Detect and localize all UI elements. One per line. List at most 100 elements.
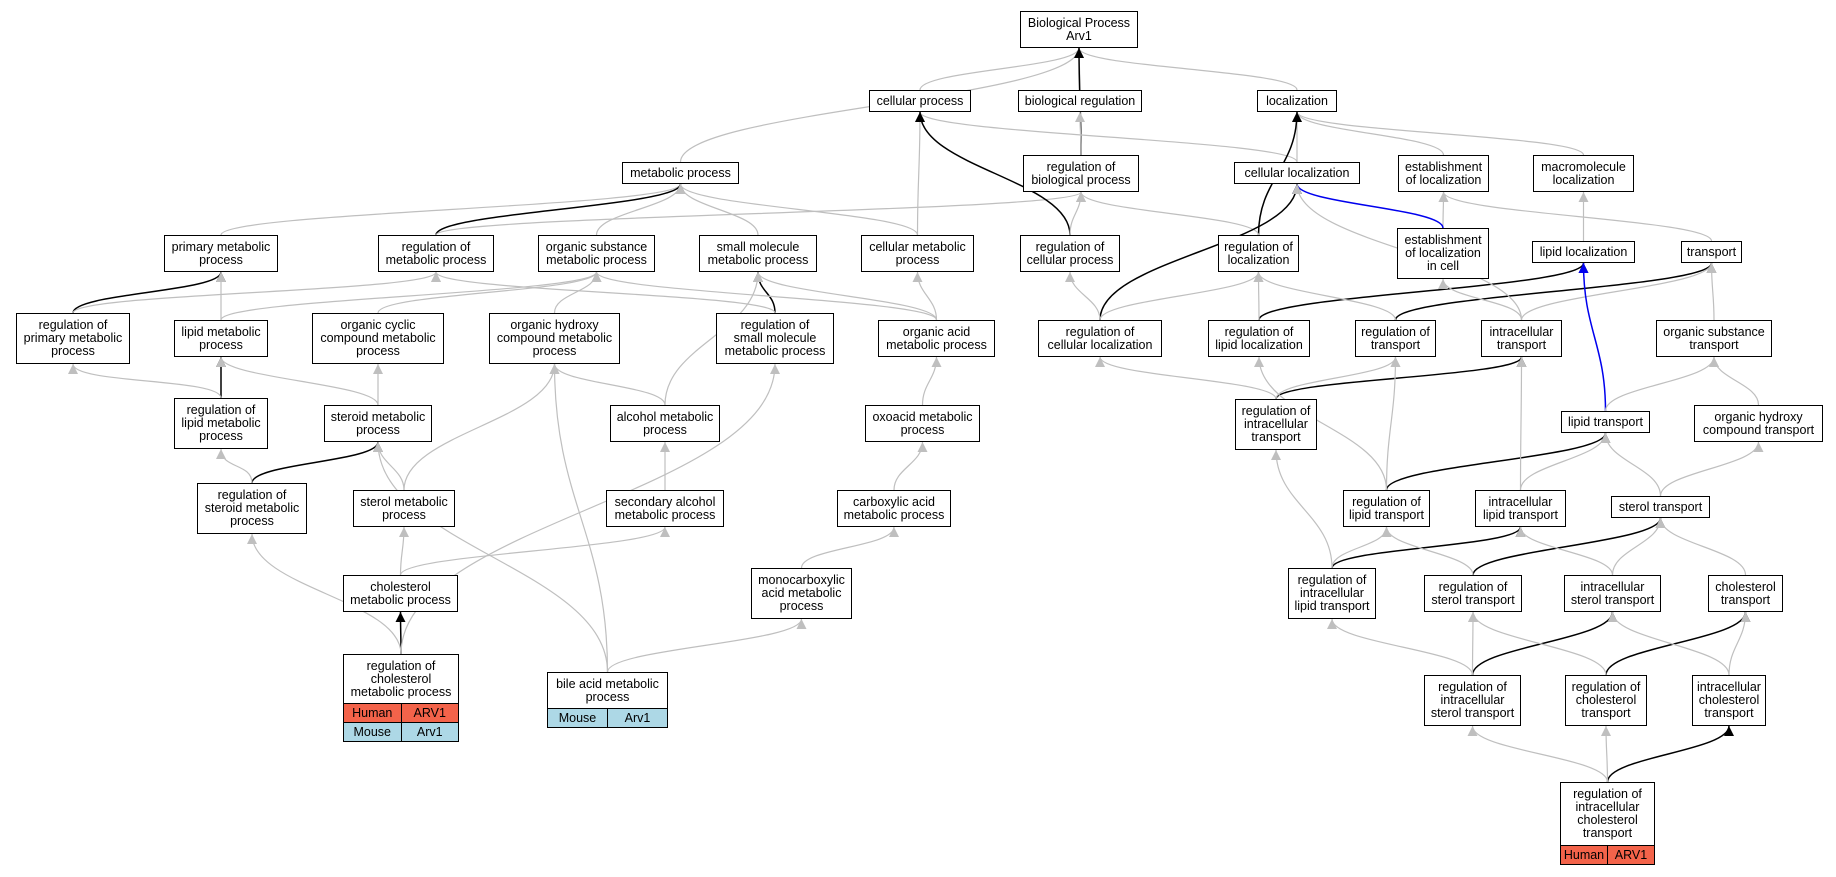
graph-edge (1075, 111, 1086, 156)
graph-edge (1515, 526, 1614, 576)
graph-edge (1520, 262, 1717, 321)
node-regulation-of-cellular-localization[interactable]: regulation of cellular localization (1038, 320, 1162, 357)
graph-edge (675, 183, 759, 236)
graph-edge (1258, 262, 1589, 321)
node-monocarboxylic-acid-metabolic-process[interactable]: monocarboxylic acid metabolic process (751, 568, 852, 619)
graph-edge (1604, 356, 1719, 412)
graph-edge (1709, 356, 1760, 406)
graph-edge (1381, 526, 1474, 576)
node-regulation-of-cellular-process[interactable]: regulation of cellular process (1020, 235, 1120, 272)
graph-edge (72, 271, 441, 314)
graph-edge (1275, 356, 1401, 400)
graph-edge (921, 356, 942, 406)
node-cellular-localization[interactable]: cellular localization (1234, 162, 1360, 184)
graph-edge (595, 183, 686, 236)
node-regulation-of-sterol-transport[interactable]: regulation of sterol transport (1424, 575, 1522, 612)
graph-edge (915, 111, 1298, 163)
node-intracellular-transport[interactable]: intracellular transport (1481, 320, 1562, 357)
graph-edge (1292, 111, 1445, 156)
node-lipid-localization[interactable]: lipid localization (1532, 241, 1635, 263)
node-organic-acid-metabolic-process[interactable]: organic acid metabolic process (878, 320, 995, 357)
graph-edge (1519, 432, 1611, 491)
graph-edge (914, 111, 925, 236)
graph-edge (216, 356, 379, 406)
node-organic-hydroxy-compound-transport[interactable]: organic hydroxy compound transport (1694, 405, 1823, 442)
node-regulation-of-cholesterol-metabolic-process[interactable]: regulation of cholesterol metabolic proc… (343, 654, 459, 704)
graph-edge (1468, 611, 1607, 676)
graph-edge (753, 271, 938, 321)
node-sterol-transport[interactable]: sterol transport (1611, 496, 1710, 518)
graph-edge (1331, 526, 1526, 569)
node-regulation-of-intracellular-cholesterol-transport[interactable]: regulation of intracellular cholesterol … (1560, 782, 1655, 846)
graph-edge (549, 363, 666, 406)
node-cholesterol-metabolic-process[interactable]: cholesterol metabolic process (343, 575, 458, 612)
node-steroid-metabolic-process[interactable]: steroid metabolic process (324, 405, 432, 442)
node-regulation-of-lipid-transport[interactable]: regulation of lipid transport (1343, 490, 1430, 527)
node-regulation-of-intracellular-lipid-transport[interactable]: regulation of intracellular lipid transp… (1288, 568, 1376, 619)
graph-edge (553, 271, 602, 314)
node-sterol-metabolic-process[interactable]: sterol metabolic process (353, 490, 455, 527)
graph-edge (1600, 432, 1662, 497)
graph-edge (1607, 611, 1730, 676)
node-lipid-transport[interactable]: lipid transport (1561, 411, 1650, 433)
node-organic-cyclic-compound-metabolic-process[interactable]: organic cyclic compound metabolic proces… (312, 313, 444, 364)
node-transport[interactable]: transport (1681, 241, 1742, 263)
node-regulation-of-intracellular-transport[interactable]: regulation of intracellular transport (1235, 399, 1317, 450)
graph-edge (919, 47, 1084, 91)
node-regulation-of-cholesterol-transport[interactable]: regulation of cholesterol transport (1565, 675, 1647, 726)
node-biological-process-root[interactable]: Biological Process Arv1 (1020, 11, 1138, 48)
graph-edge (675, 183, 919, 236)
graph-edge (1069, 191, 1086, 236)
node-localization[interactable]: localization (1257, 90, 1337, 112)
node-regulation-of-intracellular-sterol-transport[interactable]: regulation of intracellular sterol trans… (1424, 675, 1521, 726)
node-regulation-of-localization[interactable]: regulation of localization (1218, 235, 1299, 272)
node-bile-acid-metabolic-process[interactable]: bile acid metabolic process (547, 672, 668, 709)
node-establishment-of-localization[interactable]: establishment of localization (1398, 155, 1489, 192)
node-cellular-metabolic-process[interactable]: cellular metabolic process (861, 235, 974, 272)
node-establishment-of-localization-in-cell[interactable]: establishment of localization in cell (1397, 228, 1489, 279)
graph-edge (1292, 183, 1444, 229)
node-intracellular-sterol-transport[interactable]: intracellular sterol transport (1564, 575, 1661, 612)
graph-edge (398, 526, 409, 576)
node-regulation-of-steroid-metabolic-process[interactable]: regulation of steroid metabolic process (197, 483, 307, 534)
graph-edge (1385, 356, 1401, 491)
graph-edge (1254, 356, 1388, 491)
node-regulation-of-lipid-localization[interactable]: regulation of lipid localization (1208, 320, 1310, 357)
species-label-human: Human (344, 704, 401, 722)
node-organic-substance-metabolic-process[interactable]: organic substance metabolic process (538, 235, 655, 272)
graph-edge (1471, 611, 1618, 676)
node-regulation-of-biological-process[interactable]: regulation of biological process (1023, 155, 1139, 192)
node-biological-regulation[interactable]: biological regulation (1018, 90, 1142, 112)
node-macromolecule-localization[interactable]: macromolecule localization (1533, 155, 1634, 192)
graph-edge (1271, 449, 1333, 569)
node-intracellular-cholesterol-transport[interactable]: intracellular cholesterol transport (1692, 675, 1766, 726)
node-intracellular-lipid-transport[interactable]: intracellular lipid transport (1475, 490, 1566, 527)
node-oxoacid-metabolic-process[interactable]: oxoacid metabolic process (865, 405, 980, 442)
node-organic-substance-transport[interactable]: organic substance transport (1656, 320, 1772, 357)
node-small-molecule-metabolic-process[interactable]: small molecule metabolic process (699, 235, 817, 272)
graph-edge (1655, 517, 1747, 576)
node-cellular-process[interactable]: cellular process (869, 90, 971, 112)
graph-edge (431, 271, 776, 314)
node-alcohol-metabolic-process[interactable]: alcohol metabolic process (610, 405, 720, 442)
graph-edge (1601, 725, 1612, 783)
node-regulation-of-small-molecule-metabolic-process[interactable]: regulation of small molecule metabolic p… (716, 313, 834, 364)
graph-edge (1438, 191, 1713, 242)
node-regulation-of-primary-metabolic-process[interactable]: regulation of primary metabolic process (16, 313, 130, 364)
node-lipid-metabolic-process[interactable]: lipid metabolic process (174, 320, 268, 357)
graph-edge (1659, 441, 1764, 497)
graph-edge (251, 441, 383, 484)
graph-edge (549, 363, 609, 673)
node-secondary-alcohol-metabolic-process[interactable]: secondary alcohol metabolic process (606, 490, 724, 527)
graph-edge (1578, 262, 1607, 412)
graph-edge (1253, 271, 1264, 321)
node-regulation-of-lipid-metabolic-process[interactable]: regulation of lipid metabolic process (174, 398, 268, 449)
node-organic-hydroxy-compound-metabolic-process[interactable]: organic hydroxy compound metabolic proce… (489, 313, 620, 364)
node-cholesterol-transport[interactable]: cholesterol transport (1708, 575, 1783, 612)
node-metabolic-process[interactable]: metabolic process (622, 162, 739, 184)
node-primary-metabolic-process[interactable]: primary metabolic process (164, 235, 278, 272)
node-regulation-of-metabolic-process[interactable]: regulation of metabolic process (378, 235, 494, 272)
graph-edge (1472, 517, 1666, 576)
node-regulation-of-transport[interactable]: regulation of transport (1355, 320, 1436, 357)
node-carboxylic-acid-metabolic-process[interactable]: carboxylic acid metabolic process (837, 490, 951, 527)
